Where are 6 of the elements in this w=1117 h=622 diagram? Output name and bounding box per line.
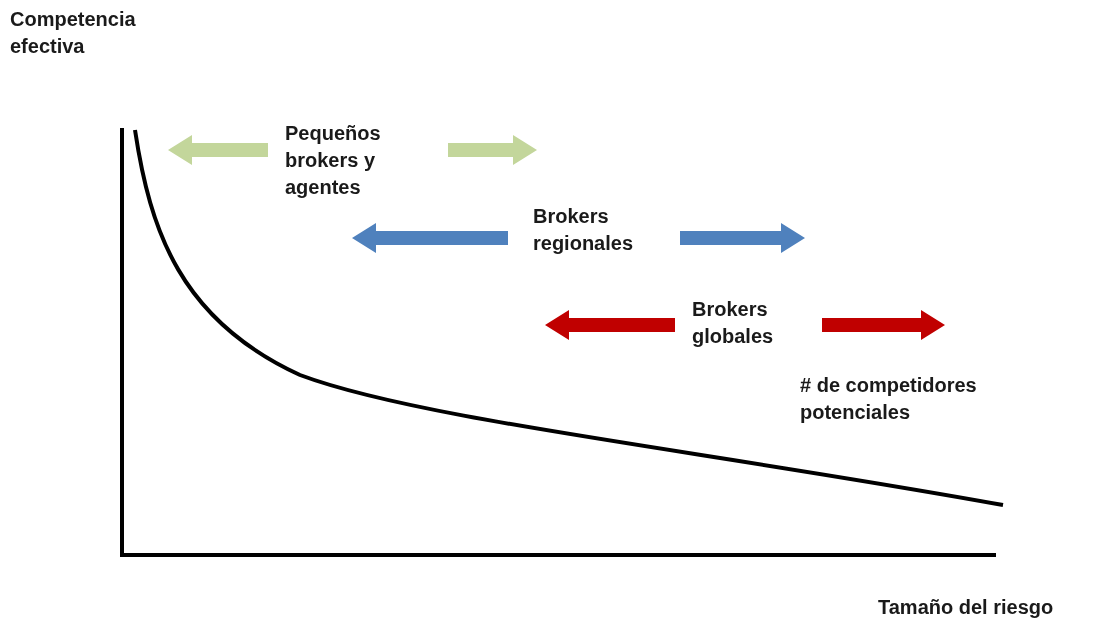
annotation-text: # de competidores potenciales <box>800 373 978 425</box>
group-label: Brokers regionales <box>533 204 635 256</box>
axis-label: Tamaño del riesgo <box>878 595 1055 620</box>
axis-label: Competencia efectiva <box>10 7 137 59</box>
group-label: Pequeños brokers y agentes <box>285 121 382 200</box>
group-label: Brokers globales <box>692 297 775 349</box>
